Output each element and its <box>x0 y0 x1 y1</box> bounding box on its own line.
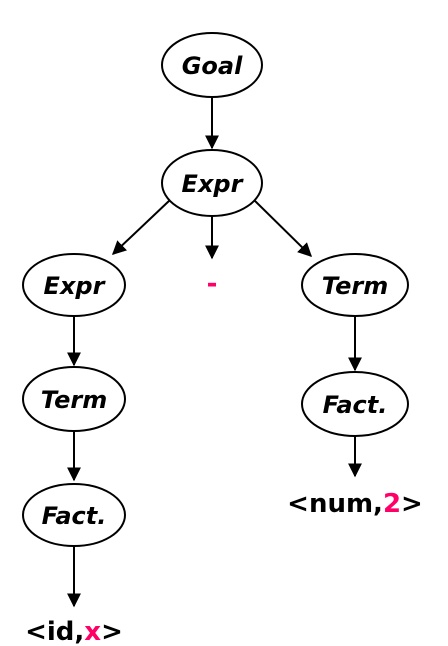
node-expr-left: Expr <box>22 253 126 317</box>
node-expr-root-ellipse <box>161 149 263 217</box>
node-fact-right-ellipse <box>301 371 409 437</box>
leaf-num-2: <num,2> <box>287 489 423 519</box>
node-term-right-label: Term <box>322 272 388 300</box>
leaf-id-x-suffix: > <box>101 617 123 646</box>
leaf-num-2-prefix: <num, <box>287 489 383 519</box>
leaf-id-x-prefix: <id, <box>25 617 84 646</box>
edges <box>67 97 362 608</box>
node-term-left: Term <box>22 366 126 432</box>
leaf-minus: - <box>207 269 218 299</box>
node-fact-right-label: Fact. <box>323 391 388 419</box>
node-goal: Goal <box>161 32 263 98</box>
node-term-left-label: Term <box>41 386 107 414</box>
node-expr-left-ellipse <box>22 253 126 317</box>
node-fact-left: Fact. <box>22 483 126 547</box>
leaf-id-x-value: x <box>84 617 101 646</box>
node-term-right: Term <box>301 253 409 317</box>
node-fact-left-ellipse <box>22 483 126 547</box>
node-expr-root: Expr <box>161 149 263 217</box>
node-expr-root-label: Expr <box>182 170 245 198</box>
node-fact-left-label: Fact. <box>42 502 107 530</box>
leaf-num-2-value: 2 <box>383 489 401 519</box>
node-expr-left-label: Expr <box>44 272 107 300</box>
node-fact-right: Fact. <box>301 371 409 437</box>
node-term-left-ellipse <box>22 366 126 432</box>
edge-expr-term-right <box>253 199 312 257</box>
node-term-right-ellipse <box>301 253 409 317</box>
leaf-id-x: <id,x> <box>25 617 123 646</box>
edge-expr-expr-left <box>111 199 171 255</box>
leaf-num-2-suffix: > <box>401 489 423 519</box>
leaf-minus-symbol: - <box>207 269 218 299</box>
node-goal-label: Goal <box>182 52 243 80</box>
node-goal-ellipse <box>161 32 263 98</box>
